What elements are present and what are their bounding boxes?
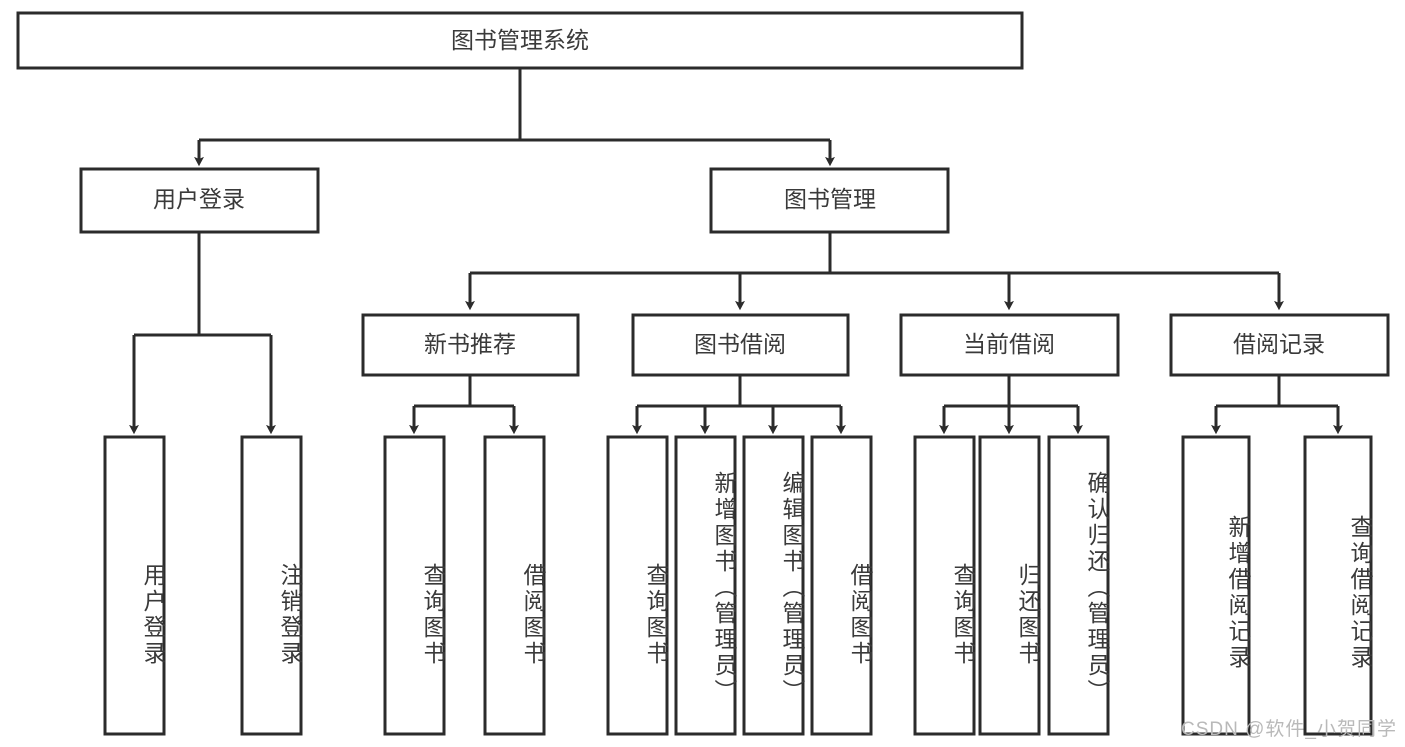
connector-group-borrow-record: [1211, 375, 1343, 435]
node-borrow-record-box[interactable]: [1169, 313, 1390, 377]
leaf-group-user-login: [103, 435, 303, 736]
node-user-login-label: 用户登录: [153, 186, 245, 212]
connector-group-book-manage: [465, 232, 1284, 311]
connector-group-root: [194, 68, 835, 167]
leaf-box-current-borrow-2[interactable]: [1047, 435, 1110, 736]
node-book-borrow-box[interactable]: [631, 313, 850, 377]
node-root-box[interactable]: [16, 11, 1024, 70]
node-new-book-recommend[interactable]: 新书推荐: [361, 313, 580, 377]
connector-group-current-borrow: [939, 375, 1083, 435]
node-user-login[interactable]: 用户登录: [79, 167, 320, 234]
node-user-login-box[interactable]: [79, 167, 320, 234]
node-book-borrow[interactable]: 图书借阅: [631, 313, 850, 377]
connector-group-new-book: [409, 375, 519, 435]
connector-group-book-borrow: [632, 375, 846, 435]
node-current-borrow-label: 当前借阅: [963, 331, 1055, 357]
node-book-manage-label: 图书管理: [784, 186, 876, 212]
leaf-box-new-book-0[interactable]: [383, 435, 446, 736]
leaf-group-new-book-recommend: [383, 435, 546, 736]
leaf-box-book-borrow-1[interactable]: [674, 435, 737, 736]
leaf-box-user-login-0[interactable]: [103, 435, 166, 736]
leaf-group-current-borrow: [913, 435, 1110, 736]
leaf-box-borrow-record-1[interactable]: [1303, 435, 1373, 736]
leaf-box-borrow-record-0[interactable]: [1181, 435, 1251, 736]
node-root-label: 图书管理系统: [451, 27, 589, 53]
node-book-manage-box[interactable]: [709, 167, 950, 234]
node-new-book-recommend-box[interactable]: [361, 313, 580, 377]
connector-group-user-login: [129, 232, 276, 435]
node-current-borrow-box[interactable]: [899, 313, 1120, 377]
leaf-group-book-borrow: [606, 435, 873, 736]
node-current-borrow[interactable]: 当前借阅: [899, 313, 1120, 377]
node-root[interactable]: 图书管理系统: [16, 11, 1024, 70]
leaf-box-current-borrow-0[interactable]: [913, 435, 976, 736]
leaf-box-new-book-1[interactable]: [483, 435, 546, 736]
node-book-borrow-label: 图书借阅: [694, 331, 786, 357]
node-borrow-record[interactable]: 借阅记录: [1169, 313, 1390, 377]
leaf-group-borrow-record: [1181, 435, 1373, 736]
csdn-watermark: CSDN @软件_小贺同学: [1181, 719, 1397, 740]
leaf-box-book-borrow-0[interactable]: [606, 435, 669, 736]
leaf-box-book-borrow-3[interactable]: [810, 435, 873, 736]
leaf-box-current-borrow-1[interactable]: [978, 435, 1041, 736]
node-new-book-recommend-label: 新书推荐: [424, 331, 516, 357]
node-book-manage[interactable]: 图书管理: [709, 167, 950, 234]
leaf-box-user-login-1[interactable]: [240, 435, 303, 736]
leaf-box-book-borrow-2[interactable]: [742, 435, 805, 736]
node-borrow-record-label: 借阅记录: [1233, 331, 1325, 357]
